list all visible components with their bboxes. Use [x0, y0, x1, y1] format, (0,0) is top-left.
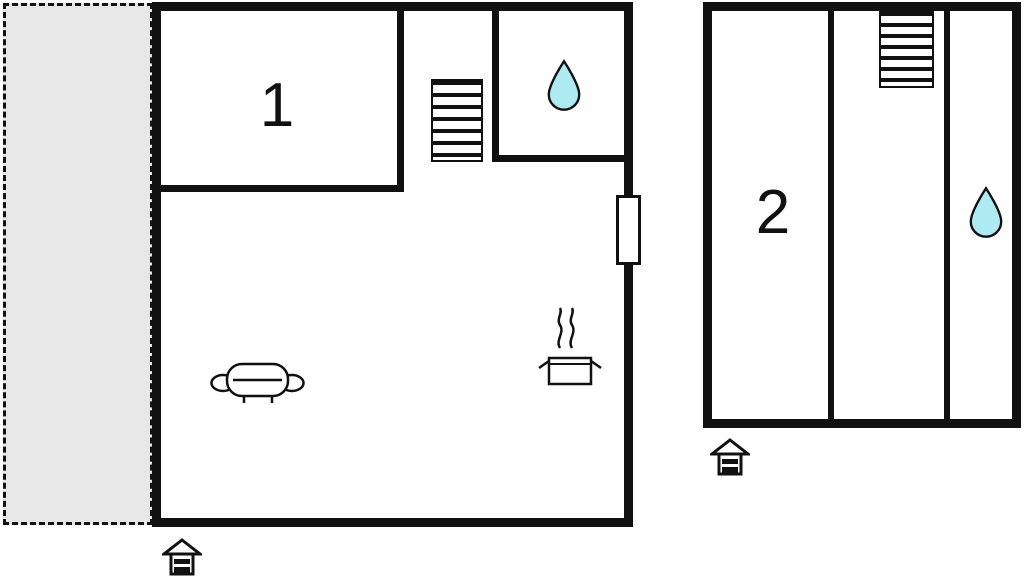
wall-room1-bottom: [159, 185, 404, 192]
water-drop-icon: [547, 59, 581, 111]
water-drop-shape: [969, 186, 1003, 238]
room-1-label: 1: [259, 71, 295, 140]
room-2-label: 2: [755, 178, 791, 247]
wall-building2-left: [828, 11, 834, 419]
wall-bathroom-bottom: [492, 155, 624, 162]
wall-room1-right: [397, 10, 404, 192]
wall-building2-right: [944, 11, 950, 419]
sofa-icon: [210, 362, 305, 403]
water-drop-shape: [547, 59, 581, 111]
steam-icon: [557, 307, 575, 349]
stairs-icon: [879, 10, 934, 88]
door-marker: [616, 195, 641, 265]
terrace-dashed-area: [3, 3, 153, 525]
stairs-icon: [431, 79, 483, 162]
entrance-icon: [162, 538, 202, 576]
building-right-outline: [703, 2, 1021, 428]
wall-bathroom-left: [492, 10, 499, 162]
entrance-icon: [710, 438, 750, 476]
stove-pot-icon: [538, 356, 602, 386]
water-drop-icon: [969, 186, 1003, 238]
